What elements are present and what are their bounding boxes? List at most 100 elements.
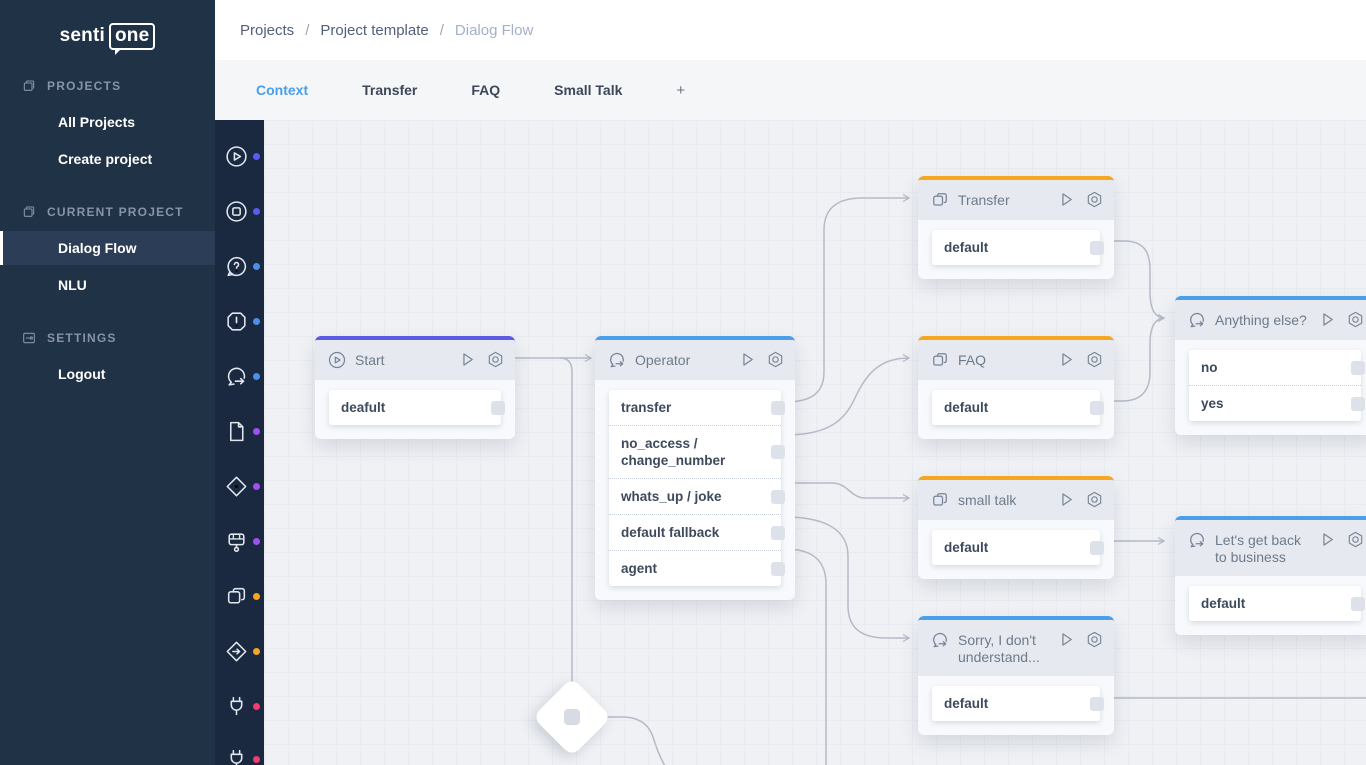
node-header: Let's get back to business — [1175, 520, 1366, 576]
palette-printer[interactable] — [224, 526, 264, 556]
question-bubble-icon — [224, 254, 249, 279]
node-output-row[interactable]: agent — [609, 550, 785, 586]
node-settings-icon[interactable] — [486, 350, 505, 369]
edge-operator-sorry — [784, 516, 911, 643]
copy-cards-icon — [224, 584, 249, 609]
palette-plug[interactable] — [224, 691, 264, 721]
play-circle-icon — [224, 144, 249, 169]
run-node-icon[interactable] — [1057, 490, 1076, 509]
palette-copy-cards[interactable] — [224, 581, 264, 611]
edge-transfer-anything — [1110, 240, 1166, 323]
add-tab-button[interactable]: + — [676, 81, 686, 99]
palette-dot — [253, 427, 260, 435]
palette-chat-arrow[interactable] — [224, 361, 264, 391]
node-faq[interactable]: FAQ default — [918, 336, 1114, 439]
node-operator[interactable]: Operator transfer no_access / change_num… — [595, 336, 795, 600]
node-settings-icon[interactable] — [1346, 530, 1365, 549]
node-settings-icon[interactable] — [1346, 310, 1365, 329]
run-node-icon[interactable] — [1057, 630, 1076, 649]
run-node-icon[interactable] — [1318, 530, 1337, 549]
tab-faq[interactable]: FAQ — [471, 82, 501, 98]
palette-stop-circle[interactable] — [224, 196, 264, 226]
printer-icon — [224, 529, 249, 554]
node-output-row[interactable]: no_access / change_number — [609, 425, 785, 478]
palette-dot — [253, 482, 260, 490]
node-settings-icon[interactable] — [1085, 350, 1104, 369]
sidebar-item-all-projects[interactable]: All Projects — [58, 114, 136, 130]
edge-diamond-out — [600, 716, 666, 765]
node-settings-icon[interactable] — [766, 350, 785, 369]
copy-cards-icon — [930, 350, 950, 370]
node-small-talk[interactable]: small talk default — [918, 476, 1114, 579]
diamond-dot-icon — [224, 474, 249, 499]
palette-diamond-dot[interactable] — [224, 471, 264, 501]
palette-plug-2[interactable] — [224, 744, 264, 765]
palette-dot — [253, 647, 260, 655]
node-output-row[interactable]: no — [1189, 350, 1365, 385]
logo-senti: senti — [59, 25, 105, 46]
chat-arrow-icon — [1187, 530, 1207, 550]
edge-operator-smalltalk — [785, 482, 911, 503]
node-settings-icon[interactable] — [1085, 490, 1104, 509]
sidebar-section-settings: SETTINGS — [0, 328, 215, 348]
node-title: Anything else? — [1215, 312, 1307, 328]
palette-question[interactable] — [224, 251, 264, 281]
node-title: Let's get back to business — [1215, 532, 1301, 565]
logo-one: one — [108, 22, 156, 55]
palette-document[interactable] — [224, 416, 264, 446]
node-output-row[interactable]: yes — [1189, 385, 1365, 421]
node-palette — [215, 120, 264, 765]
node-output-row[interactable]: default — [932, 390, 1104, 425]
node-header: Start — [315, 340, 515, 380]
sidebar-section-projects: PROJECTS — [0, 76, 215, 96]
chat-arrow-icon — [930, 630, 950, 650]
palette-dot — [253, 702, 260, 710]
tab-context[interactable]: Context — [256, 82, 309, 98]
node-settings-icon[interactable] — [1085, 630, 1104, 649]
node-output-row[interactable]: default — [932, 230, 1104, 265]
node-output-row[interactable]: default fallback — [609, 514, 785, 550]
node-output-row[interactable]: default — [932, 530, 1104, 565]
node-start[interactable]: Start deafult — [315, 336, 515, 439]
tab-transfer[interactable]: Transfer — [362, 82, 418, 98]
palette-dot — [253, 755, 260, 763]
palette-alert[interactable] — [224, 306, 264, 336]
node-output-row[interactable]: whats_up / joke — [609, 478, 785, 514]
node-settings-icon[interactable] — [1085, 190, 1104, 209]
node-output-row[interactable]: default — [1189, 586, 1365, 621]
node-back-to-business[interactable]: Let's get back to business default — [1175, 516, 1366, 635]
sidebar-item-logout[interactable]: Logout — [58, 366, 106, 382]
node-output-row[interactable]: default — [932, 686, 1104, 721]
breadcrumb-project-template[interactable]: Project template — [320, 21, 429, 39]
tab-small-talk[interactable]: Small Talk — [554, 82, 623, 98]
sidebar-item-nlu[interactable]: NLU — [58, 277, 87, 293]
palette-dot — [253, 372, 260, 380]
sidebar-section-current-project: CURRENT PROJECT — [0, 202, 215, 222]
top-bar: Projects / Project template / Dialog Flo… — [215, 0, 1366, 60]
run-node-icon[interactable] — [1057, 350, 1076, 369]
node-anything-else[interactable]: Anything else? no yes — [1175, 296, 1366, 435]
plug-icon — [224, 694, 249, 719]
node-header: Transfer — [918, 180, 1114, 220]
projects-icon — [21, 78, 37, 94]
breadcrumb-projects[interactable]: Projects — [240, 21, 295, 39]
sidebar-item-create-project[interactable]: Create project — [58, 151, 153, 167]
flow-canvas[interactable]: Start deafult Operator transfer no_acces… — [264, 120, 1366, 765]
node-title: FAQ — [958, 352, 987, 368]
node-output-row[interactable]: transfer — [609, 390, 785, 425]
flow-edges — [515, 193, 1366, 765]
run-node-icon[interactable] — [1057, 190, 1076, 209]
node-sorry[interactable]: Sorry, I don't understand... default — [918, 616, 1114, 735]
palette-diamond-arrow[interactable] — [224, 636, 264, 666]
run-node-icon[interactable] — [1318, 310, 1337, 329]
breadcrumb: Projects / Project template / Dialog Flo… — [240, 22, 533, 39]
sidebar-item-dialog-flow[interactable]: Dialog Flow — [0, 231, 215, 265]
node-transfer[interactable]: Transfer default — [918, 176, 1114, 279]
node-output-row[interactable]: deafult — [329, 390, 505, 425]
run-node-icon[interactable] — [738, 350, 757, 369]
palette-dot — [253, 262, 260, 270]
diamond-connector — [564, 709, 580, 725]
palette-play-circle[interactable] — [224, 141, 264, 171]
play-circle-icon — [327, 350, 347, 370]
run-node-icon[interactable] — [458, 350, 477, 369]
